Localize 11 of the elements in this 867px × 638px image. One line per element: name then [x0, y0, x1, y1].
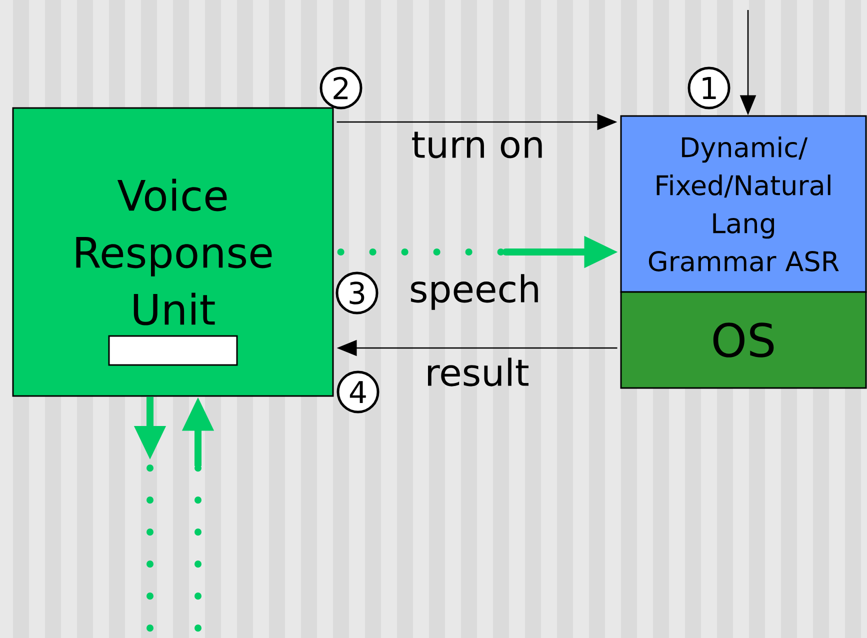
- edge-label: turn on: [412, 132, 542, 158]
- display-slot: [108, 335, 238, 366]
- os-box: OS: [620, 291, 867, 389]
- unit-box: Voice Response Unit: [12, 107, 334, 397]
- edge-label: speech: [410, 274, 538, 310]
- callout-number: 1: [688, 66, 730, 110]
- edge-label: result: [428, 358, 528, 386]
- callout-number: 4: [336, 370, 380, 414]
- callout-number: 3: [336, 272, 378, 314]
- grammar-box: Dynamic/ Fixed/Natural Lang Grammar ASR: [620, 115, 867, 293]
- callout-number: 2: [320, 66, 362, 110]
